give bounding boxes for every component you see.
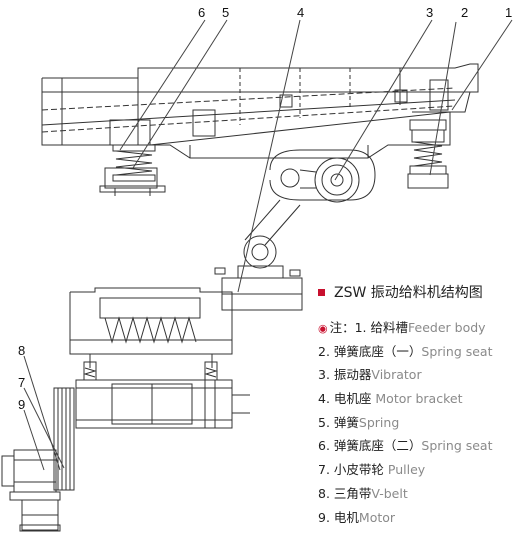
legend-item-prefix: 4. [318, 391, 334, 407]
legend-item-zh: 三角带 [333, 485, 372, 501]
pulley-belt [53, 387, 75, 491]
callout-5: 5 [222, 5, 230, 20]
legend-title-text: ZSW 振动给料机结构图 [334, 285, 483, 301]
legend-item-en: Vibrator [371, 367, 422, 383]
legend-item-zh: 给料槽 [370, 320, 409, 335]
callout-2: 2 [461, 5, 469, 20]
legend-item-en: Pulley [387, 462, 426, 478]
legend-item-prefix: 注：1. [329, 320, 371, 335]
feeder-body [41, 63, 479, 159]
callout-4: 4 [297, 5, 305, 20]
legend-item-prefix: 5. [318, 414, 334, 430]
legend-item: 4. 电机座 Motor bracket [318, 387, 518, 411]
callout-3: 3 [426, 5, 434, 20]
legend-item-prefix: 7. [318, 462, 334, 478]
callout-1: 1 [505, 5, 513, 20]
legend-item-en: Feeder body [408, 320, 486, 335]
legend-item-zh: 弹簧 [333, 414, 359, 430]
legend-item-zh: 弹簧底座（一） [333, 343, 422, 359]
leader-lines [23, 19, 513, 471]
red-square-icon [318, 288, 325, 296]
legend-item-en: Spring seat [421, 438, 493, 454]
callout-7: 7 [18, 375, 26, 390]
legend-item-prefix: 2. [318, 343, 334, 359]
legend-title: ZSW 振动给料机结构图 [318, 282, 518, 302]
legend-item: 9. 电机Motor [318, 506, 518, 530]
feeder-end-view [69, 287, 250, 429]
spring-right [407, 119, 449, 189]
legend-item-zh: 电机座 [333, 391, 376, 407]
callout-6: 6 [198, 5, 206, 20]
legend-item-zh: 小皮带轮 [333, 462, 388, 478]
legend-item: 6. 弹簧底座（二）Spring seat [318, 434, 518, 458]
legend: ZSW 振动给料机结构图 ◉注：1. 给料槽Feeder body 2. 弹簧底… [318, 282, 518, 529]
callout-9: 9 [18, 397, 26, 412]
legend-item-zh: 振动器 [333, 367, 372, 383]
legend-item: 8. 三角带V-belt [318, 482, 518, 506]
legend-item-prefix: 8. [318, 485, 334, 501]
legend-item-prefix: 3. [318, 367, 334, 383]
legend-item: 2. 弹簧底座（一）Spring seat [318, 340, 518, 364]
legend-item-prefix: 9. [318, 509, 334, 525]
legend-list: ◉注：1. 给料槽Feeder body 2. 弹簧底座（一）Spring se… [318, 316, 518, 529]
motor [1, 449, 61, 532]
legend-item: 5. 弹簧Spring [318, 411, 518, 435]
legend-item-zh: 弹簧底座（二） [333, 438, 422, 454]
legend-item: 3. 振动器Vibrator [318, 363, 518, 387]
legend-item-prefix: 6. [318, 438, 334, 454]
legend-item: ◉注：1. 给料槽Feeder body [318, 316, 518, 340]
vibrator [269, 149, 376, 203]
note-dot-icon: ◉ [318, 322, 328, 335]
legend-item-en: Motor bracket [375, 391, 463, 407]
legend-item-en: Spring seat [421, 343, 493, 359]
legend-item-en: Spring [358, 414, 400, 430]
legend-item-en: V-belt [371, 485, 408, 501]
legend-item-zh: 电机 [333, 509, 359, 525]
callout-8: 8 [18, 343, 26, 358]
legend-item: 7. 小皮带轮 Pulley [318, 458, 518, 482]
legend-item-en: Motor [358, 509, 396, 525]
motor-bracket [214, 199, 303, 311]
spring-left [99, 144, 166, 196]
